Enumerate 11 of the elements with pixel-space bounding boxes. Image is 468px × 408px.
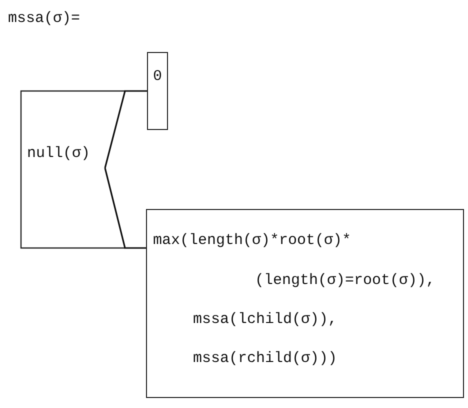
value-box — [147, 52, 168, 130]
condition-text: null(σ) — [27, 145, 90, 163]
expression-text: 0 — [153, 68, 162, 86]
expression-text: mssa(lchild(σ)), — [193, 311, 338, 329]
expression-text: mssa(rchild(σ))) — [193, 350, 338, 368]
formula-heading: mssa(σ)= — [8, 10, 80, 28]
expression-box — [146, 209, 464, 398]
expression-text: max(length(σ)*root(σ)* — [153, 232, 352, 250]
branch-line — [104, 90, 147, 168]
expression-text: (length(σ)=root(σ)), — [255, 272, 436, 290]
branch-line — [104, 168, 146, 249]
